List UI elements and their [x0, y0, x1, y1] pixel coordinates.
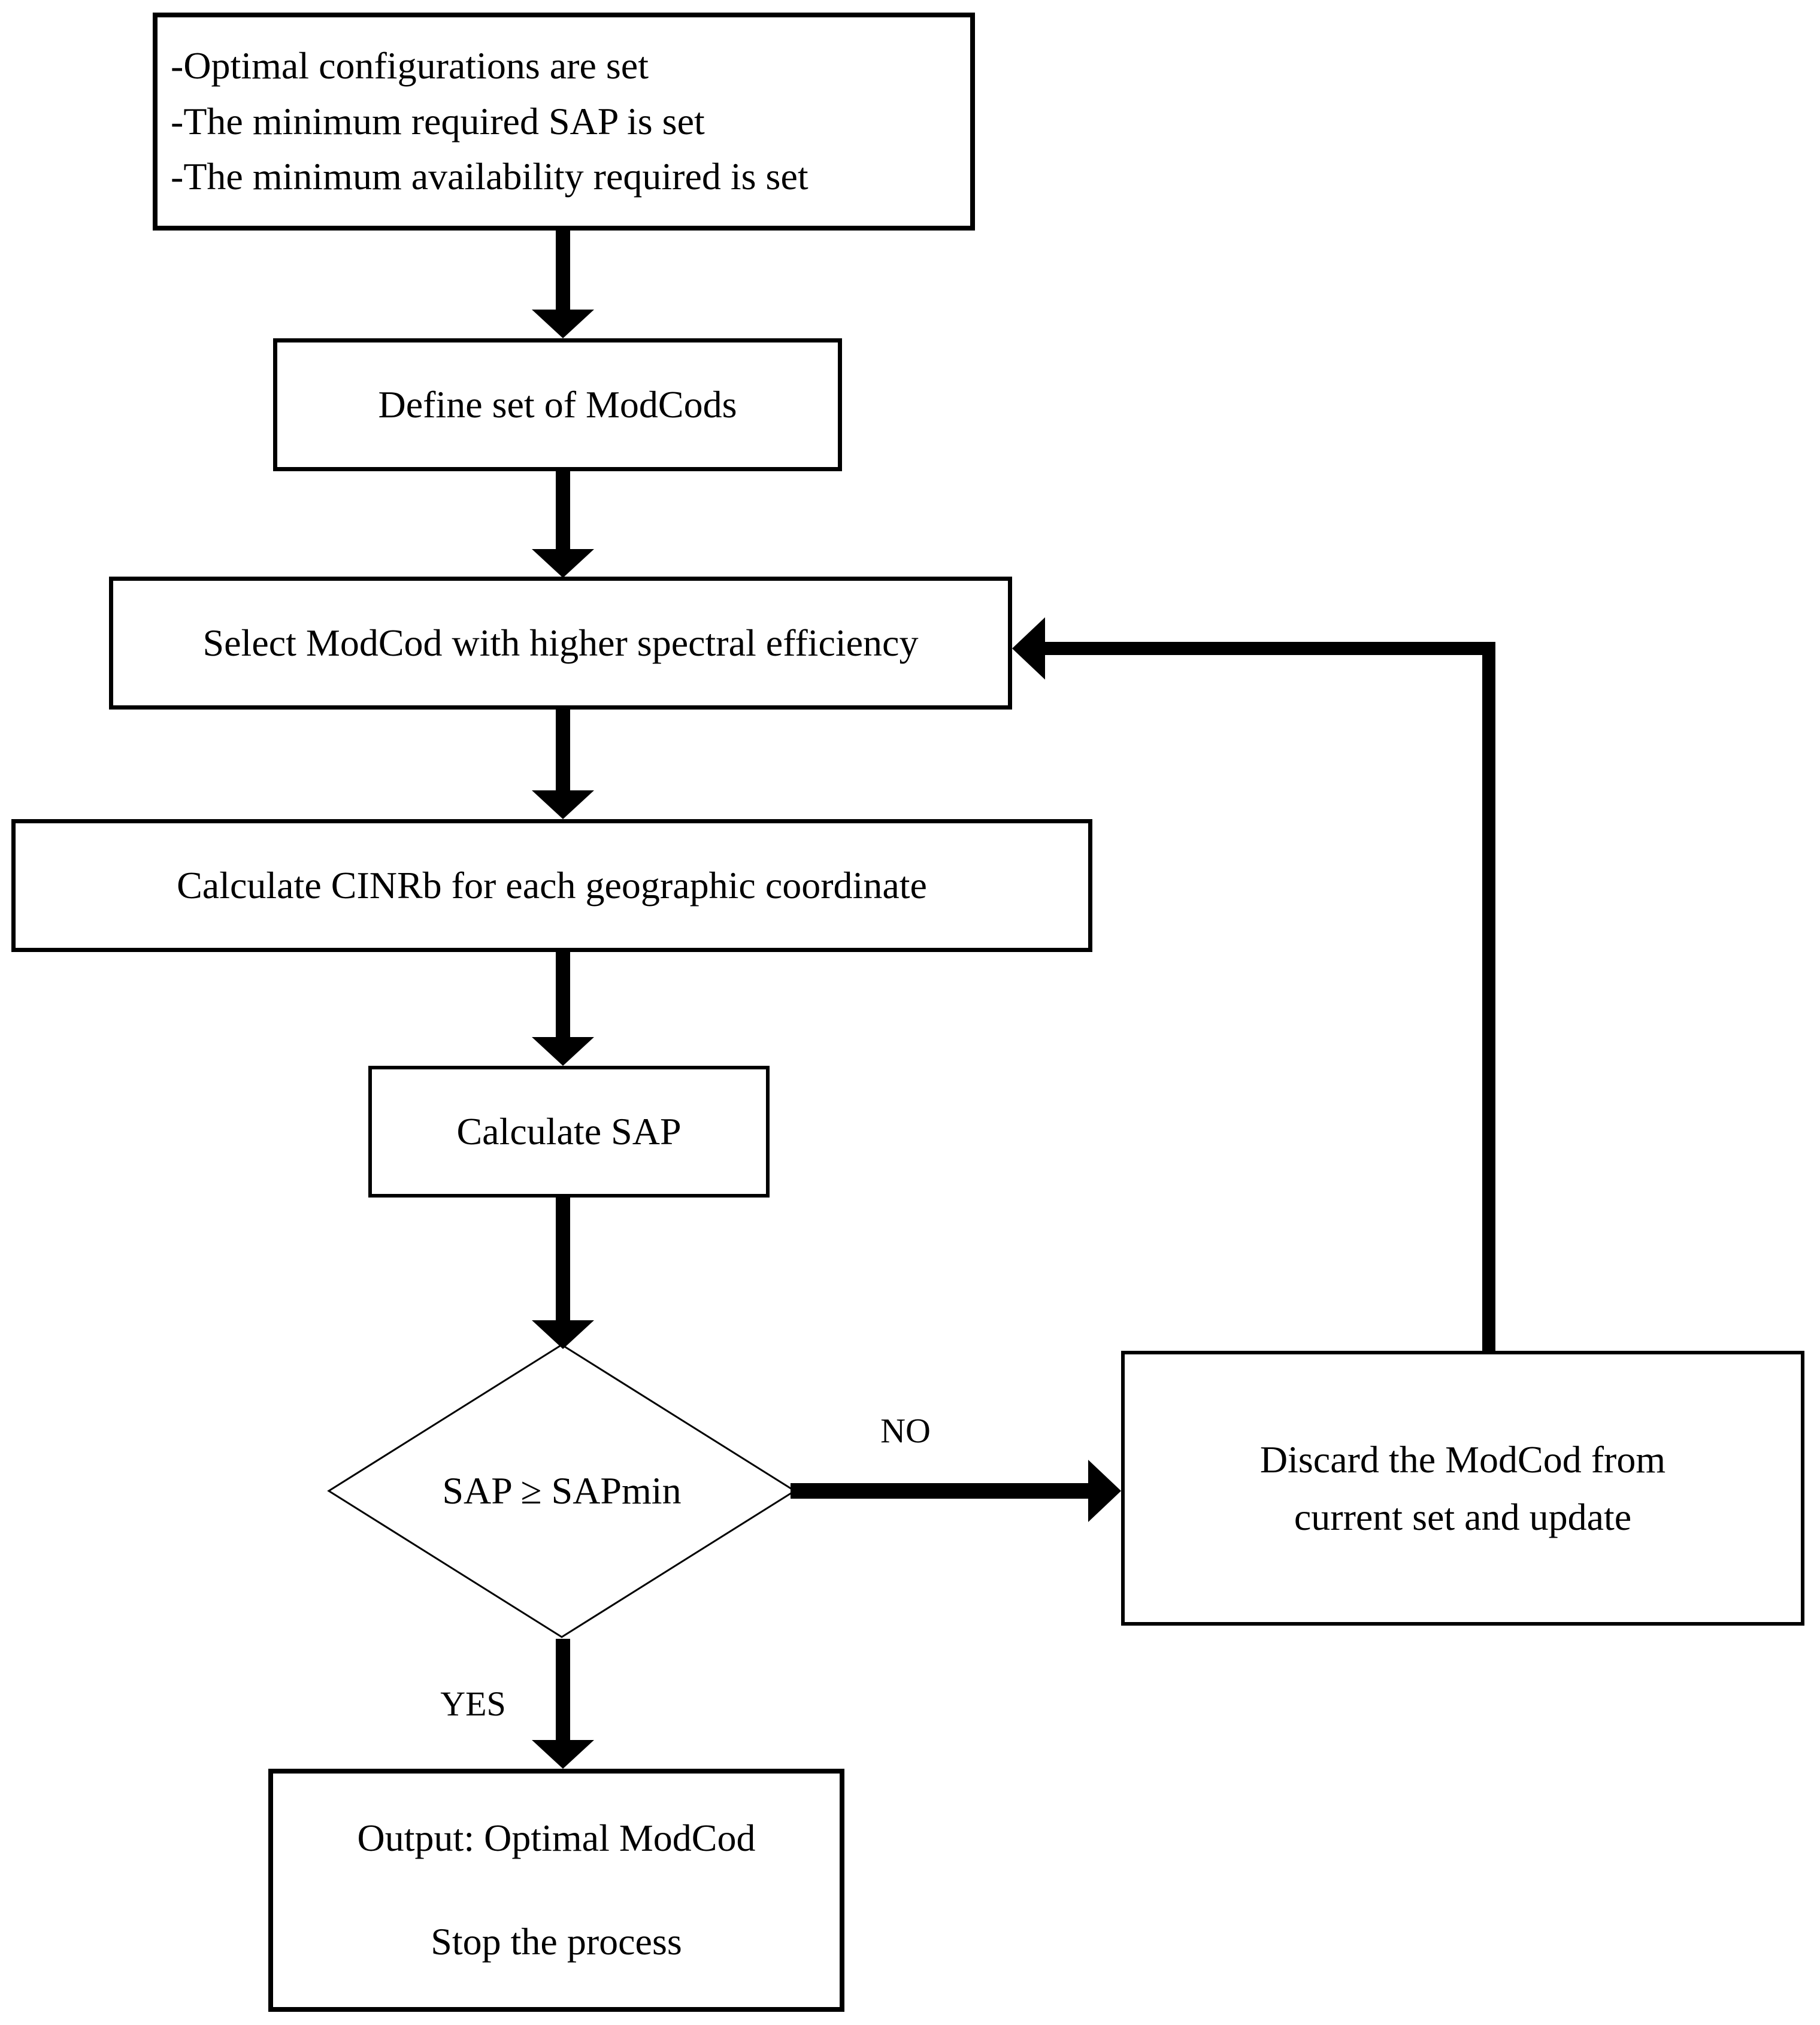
arrow-init-to-define-shaft — [556, 231, 570, 311]
node-calculate-sap: Calculate SAP — [368, 1066, 770, 1198]
output-line-2: Stop the process — [431, 1920, 682, 1963]
arrow-no-to-discard-head-icon — [1088, 1460, 1121, 1522]
define-label: Define set of ModCods — [378, 383, 737, 426]
arrow-cinrb-to-sap-head-icon — [532, 1037, 594, 1066]
discard-line-2: current set and update — [1294, 1495, 1632, 1538]
node-calculate-cinrb: Calculate CINRb for each geographic coor… — [11, 819, 1092, 952]
decision-label: SAP ≥ SAPmin — [442, 1469, 682, 1512]
arrow-cinrb-to-sap-shaft — [556, 952, 570, 1038]
edge-label-yes: YES — [440, 1684, 506, 1723]
arrow-yes-to-output-shaft — [556, 1639, 570, 1741]
discard-line-1: Discard the ModCod from — [1259, 1438, 1666, 1481]
arrow-select-to-cinrb-head-icon — [532, 790, 594, 819]
sap-label: Calculate SAP — [456, 1109, 682, 1153]
decision-diamond-shape — [327, 1344, 797, 1638]
arrow-select-to-cinrb-shaft — [556, 710, 570, 792]
arrow-init-to-define-head-icon — [532, 310, 594, 338]
node-output-optimal-modcod: Output: Optimal ModCod Stop the process — [268, 1769, 844, 2012]
arrow-yes-to-output-head-icon — [532, 1740, 594, 1769]
select-label: Select ModCod with higher spectral effic… — [202, 621, 919, 664]
node-initial-settings: -Optimal configurations are set -The min… — [153, 13, 975, 231]
feedback-loop-head-icon — [1012, 617, 1045, 680]
arrow-no-to-discard-shaft — [791, 1483, 1088, 1499]
output-line-1: Output: Optimal ModCod — [357, 1817, 756, 1860]
arrow-sap-to-decision-shaft — [556, 1198, 570, 1321]
node-decision-sap: SAP ≥ SAPmin — [327, 1343, 797, 1639]
arrow-define-to-select-shaft — [556, 471, 570, 550]
feedback-loop-horizontal-segment — [1045, 642, 1495, 655]
edge-label-no: NO — [880, 1411, 931, 1450]
init-line-1: -Optimal configurations are set — [171, 44, 649, 87]
arrow-define-to-select-head-icon — [532, 549, 594, 578]
node-discard-modcod: Discard the ModCod from current set and … — [1121, 1351, 1804, 1626]
node-select-modcod: Select ModCod with higher spectral effic… — [109, 577, 1012, 710]
arrow-sap-to-decision-head-icon — [532, 1320, 594, 1349]
node-define-modcods: Define set of ModCods — [273, 338, 842, 471]
init-line-3: -The minimum availability required is se… — [171, 155, 808, 198]
init-line-2: -The minimum required SAP is set — [171, 99, 705, 143]
cinrb-label: Calculate CINRb for each geographic coor… — [177, 863, 927, 907]
feedback-loop-vertical-segment — [1482, 642, 1495, 1351]
